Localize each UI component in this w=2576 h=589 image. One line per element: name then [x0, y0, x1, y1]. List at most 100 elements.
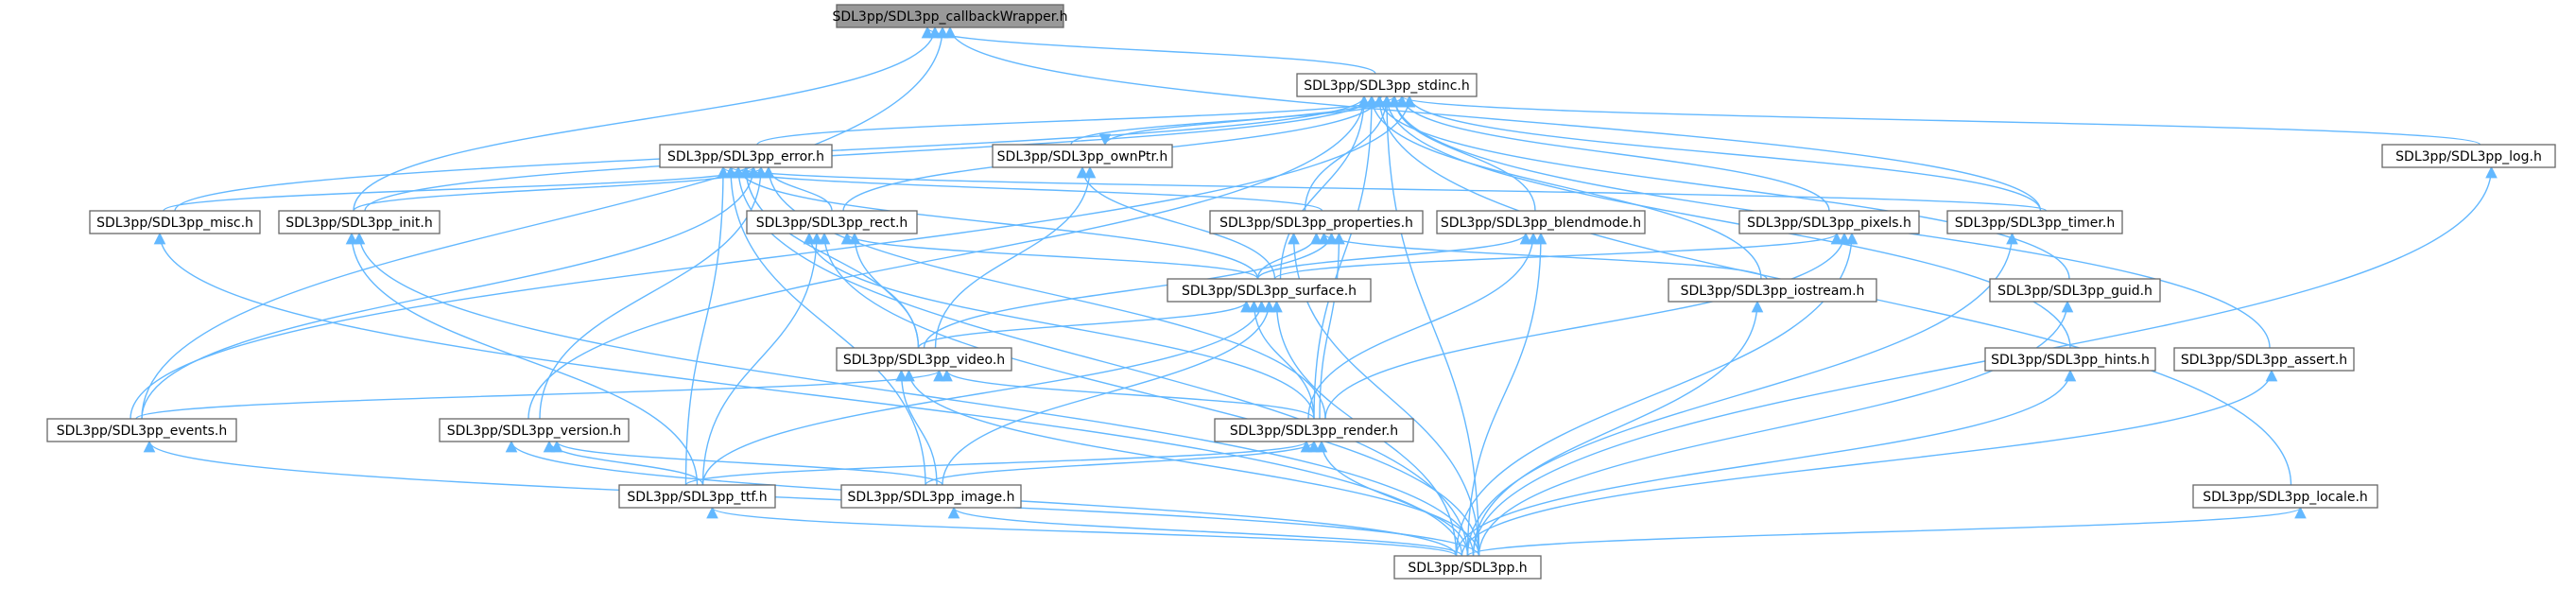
node-timer-box: [1946, 210, 2123, 234]
edge-events-to-callback: [141, 26, 949, 420]
node-guid-label: SDL3pp/SDL3pp_guid.h: [1997, 284, 2152, 299]
node-properties[interactable]: SDL3pp/SDL3pp_properties.h: [1209, 210, 1424, 234]
node-pixels[interactable]: SDL3pp/SDL3pp_pixels.h: [1738, 210, 1920, 234]
node-pixels-label: SDL3pp/SDL3pp_pixels.h: [1747, 216, 1911, 231]
node-version[interactable]: SDL3pp/SDL3pp_version.h: [439, 418, 630, 442]
node-hints[interactable]: SDL3pp/SDL3pp_hints.h: [1984, 347, 2156, 372]
node-blendmode-box: [1436, 210, 1646, 234]
node-events-label: SDL3pp/SDL3pp_events.h: [57, 424, 228, 439]
edge-sdl3pp-to-image: [947, 506, 1463, 557]
edge-sdl3pp-to-init: [353, 232, 1475, 557]
node-image[interactable]: SDL3pp/SDL3pp_image.h: [840, 484, 1022, 509]
edge-stdinc-to-callback: [921, 26, 1376, 75]
node-iostream[interactable]: SDL3pp/SDL3pp_iostream.h: [1668, 278, 1877, 303]
node-blendmode[interactable]: SDL3pp/SDL3pp_blendmode.h: [1436, 210, 1646, 234]
edge-timer-to-error: [725, 165, 2048, 212]
node-timer[interactable]: SDL3pp/SDL3pp_timer.h: [1946, 210, 2123, 234]
edge-sdl3pp-to-video: [903, 369, 1480, 557]
edge-iostream-to-stdinc: [1365, 95, 1762, 280]
node-render-box: [1214, 418, 1414, 442]
edge-surface-to-ownptr: [1076, 165, 1276, 280]
edge-version-to-stdinc: [527, 95, 1371, 420]
edge-ttf-to-render: [684, 440, 1312, 486]
node-sdl3pp-box: [1393, 555, 1542, 580]
node-locale[interactable]: SDL3pp/SDL3pp_locale.h: [2192, 484, 2378, 509]
edge-surface-to-error: [732, 165, 1259, 280]
node-image-box: [840, 484, 1022, 509]
edge-events-to-stdinc: [130, 95, 1416, 420]
edge-render-to-blendmode: [1307, 232, 1540, 420]
node-callback-label: SDL3pp/SDL3pp_callbackWrapper.h: [832, 9, 1067, 25]
edge-ttf-to-surface: [701, 300, 1268, 486]
edge-sdl3pp-to-ttf: [706, 506, 1458, 557]
edge-sdl3pp-to-misc: [153, 232, 1463, 557]
node-image-label: SDL3pp/SDL3pp_image.h: [848, 490, 1015, 505]
node-misc[interactable]: SDL3pp/SDL3pp_misc.h: [89, 210, 261, 234]
edge-image-to-render: [925, 440, 1321, 486]
node-video-label: SDL3pp/SDL3pp_video.h: [843, 353, 1005, 368]
node-init-box: [278, 210, 441, 234]
node-render-label: SDL3pp/SDL3pp_render.h: [1230, 424, 1398, 439]
edge-sdl3pp-to-rect: [818, 232, 1480, 557]
node-error-box: [659, 144, 833, 168]
node-log[interactable]: SDL3pp/SDL3pp_log.h: [2381, 144, 2556, 168]
edge-surface-to-properties: [1256, 232, 1323, 280]
edge-video-to-properties: [923, 232, 1338, 349]
edge-image-to-error: [724, 165, 926, 486]
node-assert-box: [2173, 347, 2355, 372]
edge-sdl3pp-to-events: [143, 440, 1480, 557]
node-ttf[interactable]: SDL3pp/SDL3pp_ttf.h: [618, 484, 776, 509]
edge-image-to-version: [550, 440, 943, 486]
node-video-box: [836, 347, 1012, 372]
node-guid[interactable]: SDL3pp/SDL3pp_guid.h: [1989, 278, 2161, 303]
node-locale-label: SDL3pp/SDL3pp_locale.h: [2203, 490, 2368, 505]
edge-render-to-stdinc: [1313, 95, 1378, 420]
node-assert-label: SDL3pp/SDL3pp_assert.h: [2181, 353, 2347, 368]
node-events[interactable]: SDL3pp/SDL3pp_events.h: [46, 418, 237, 442]
node-ownptr-box: [992, 144, 1173, 168]
node-version-label: SDL3pp/SDL3pp_version.h: [447, 424, 622, 439]
edge-init-to-stdinc: [364, 95, 1378, 212]
edge-surface-to-blendmode: [1256, 232, 1532, 280]
node-sdl3pp[interactable]: SDL3pp/SDL3pp.h: [1393, 555, 1542, 580]
edge-surface-to-rect: [840, 232, 1259, 280]
node-rect[interactable]: SDL3pp/SDL3pp_rect.h: [746, 210, 918, 234]
edge-sdl3pp-to-stdinc: [1380, 95, 1480, 557]
node-sdl3pp-label: SDL3pp/SDL3pp.h: [1408, 561, 1527, 576]
node-hints-box: [1984, 347, 2156, 372]
edge-events-to-error: [141, 165, 760, 420]
node-assert[interactable]: SDL3pp/SDL3pp_assert.h: [2173, 347, 2355, 372]
node-callback[interactable]: SDL3pp/SDL3pp_callbackWrapper.h: [832, 4, 1068, 28]
node-render[interactable]: SDL3pp/SDL3pp_render.h: [1214, 418, 1414, 442]
edge-ttf-to-error: [684, 165, 730, 486]
edge-surface-to-pixels: [1273, 232, 1843, 280]
node-ownptr[interactable]: SDL3pp/SDL3pp_ownPtr.h: [992, 144, 1173, 168]
node-stdinc-label: SDL3pp/SDL3pp_stdinc.h: [1304, 78, 1469, 94]
edge-sdl3pp-to-render: [1315, 440, 1469, 557]
node-surface-box: [1167, 278, 1372, 303]
edge-layer: [130, 26, 2498, 557]
node-properties-box: [1209, 210, 1424, 234]
node-surface[interactable]: SDL3pp/SDL3pp_surface.h: [1167, 278, 1372, 303]
node-pixels-box: [1738, 210, 1920, 234]
node-error-label: SDL3pp/SDL3pp_error.h: [667, 149, 824, 165]
node-ownptr-label: SDL3pp/SDL3pp_ownPtr.h: [997, 149, 1168, 165]
edge-render-to-properties: [1319, 232, 1345, 420]
node-timer-label: SDL3pp/SDL3pp_timer.h: [1955, 216, 2115, 231]
edge-sdl3pp-to-timer: [1466, 232, 2018, 557]
node-locale-box: [2192, 484, 2378, 509]
node-log-box: [2381, 144, 2556, 168]
node-error[interactable]: SDL3pp/SDL3pp_error.h: [659, 144, 833, 168]
edge-timer-to-stdinc: [1403, 95, 2042, 212]
node-stdinc-box: [1296, 73, 1478, 97]
node-video[interactable]: SDL3pp/SDL3pp_video.h: [836, 347, 1012, 372]
node-version-box: [439, 418, 630, 442]
node-init[interactable]: SDL3pp/SDL3pp_init.h: [278, 210, 441, 234]
edge-sdl3pp-to-locale: [1466, 506, 2307, 557]
node-iostream-label: SDL3pp/SDL3pp_iostream.h: [1681, 284, 1865, 299]
edge-guid-to-stdinc: [1373, 95, 2070, 280]
edge-render-to-video: [941, 369, 1315, 420]
node-guid-box: [1989, 278, 2161, 303]
node-stdinc[interactable]: SDL3pp/SDL3pp_stdinc.h: [1296, 73, 1478, 97]
